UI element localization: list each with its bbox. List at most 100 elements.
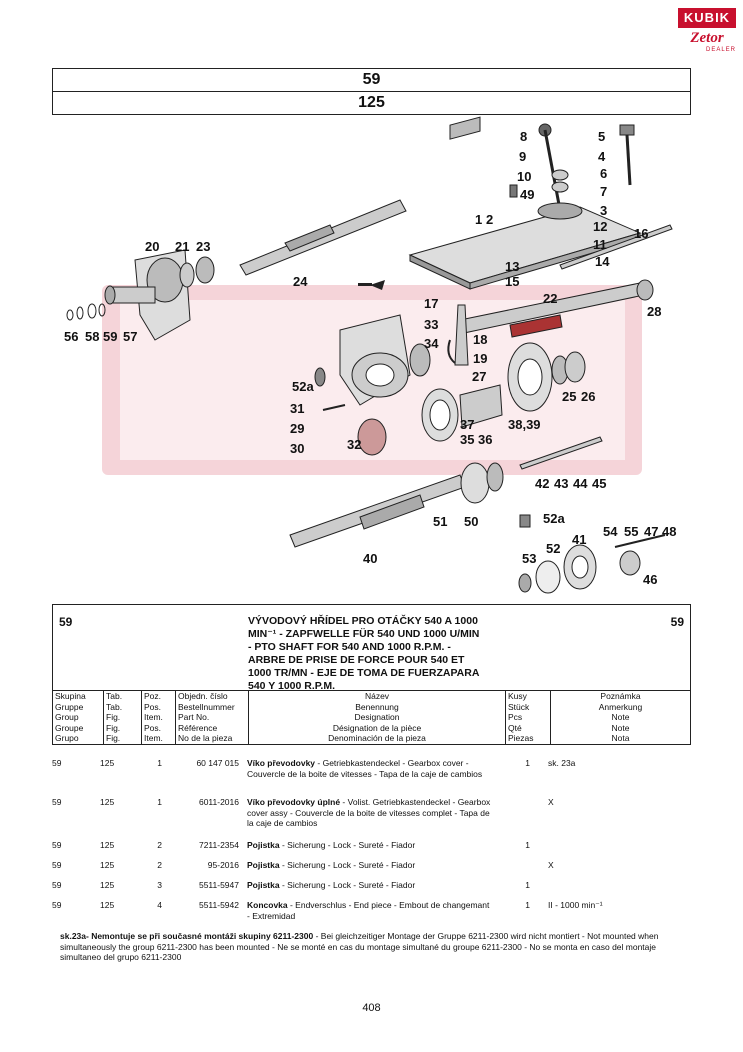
title-line: VÝVODOVÝ HŘÍDEL PRO OTÁČKY 540 A 1000 [248, 615, 478, 627]
row-name-bold: Víko převodovky [247, 758, 316, 768]
row-fig: 125 [100, 758, 115, 768]
callout-label: 10 [517, 169, 531, 184]
row-fig: 125 [100, 860, 115, 870]
callout-label: 30 [290, 441, 304, 456]
header-group: 59 [52, 68, 691, 92]
callout-label: 26 [581, 389, 595, 404]
callout-label: 40 [363, 551, 377, 566]
group-number-left: 59 [59, 615, 73, 629]
callout-label: 5 [598, 129, 605, 144]
row-qty: 1 [525, 758, 530, 768]
row-name: Pojistka - Sicherung - Lock - Sureté - F… [247, 880, 492, 891]
footnote-bold: sk.23a- Nemontuje se při současné montáž… [60, 931, 314, 941]
row-name-bold: Pojistka [247, 880, 280, 890]
callout-label: 57 [123, 329, 137, 344]
callout-label: 46 [643, 572, 657, 587]
callout-label: 58 [85, 329, 99, 344]
row-fig: 125 [100, 880, 115, 890]
callout-label: 15 [505, 274, 519, 289]
page-number: 408 [362, 1002, 381, 1014]
row-pos: 1 [157, 797, 162, 807]
callout-label: 44 [573, 476, 588, 491]
callout-label: 52a [543, 511, 565, 526]
callout-label: 11 [593, 237, 607, 252]
callout-label: 38,39 [508, 417, 541, 432]
group-number-right: 59 [670, 615, 684, 629]
callout-label: 34 [424, 336, 439, 351]
row-pos: 4 [157, 900, 162, 910]
callout-label: 22 [543, 291, 557, 306]
callout-label: 52a [292, 379, 314, 394]
callout-label: 3 [600, 203, 607, 218]
callout-label: 55 [624, 524, 638, 539]
callout-label: 37 [460, 417, 474, 432]
callout-label: 35 [460, 432, 474, 447]
brand-logo: KUBIK Zetor DEALER [678, 8, 736, 60]
callout-label: 52 [546, 541, 560, 556]
row-qty: 1 [525, 840, 530, 850]
row-name-text: - Getriebkastendeckel - Gearbox cover - … [247, 758, 483, 779]
callout-label: 29 [290, 421, 304, 436]
row-pos: 1 [157, 758, 162, 768]
row-fig: 125 [100, 900, 115, 910]
callout-label: 50 [464, 514, 478, 529]
row-name: Víko převodovky úplné - Volist. Getriebk… [247, 797, 492, 829]
col-fig: Tab.Tab.Fig.Fig.Fig. [103, 690, 142, 745]
row-name-text: - Volist. Getriebkastendeckel - Gearbox … [247, 797, 491, 828]
row-partno: 60 147 015 [196, 758, 239, 768]
callout-label: 21 [175, 239, 189, 254]
footnote-text: - Bei gleichzeitiger Montage der Gruppe … [60, 931, 659, 962]
callout-label: 42 [535, 476, 549, 491]
row-fig: 125 [100, 797, 115, 807]
row-name: Pojistka - Sicherung - Lock - Sureté - F… [247, 840, 492, 851]
col-pos: Poz.Pos.Item.Pos.Item. [141, 690, 176, 745]
logo-dealer: DEALER [705, 47, 736, 53]
row-name-text: - Sicherung - Lock - Sureté - Fiador [279, 840, 416, 850]
callout-label: 13 [505, 259, 519, 274]
row-pos: 3 [157, 880, 162, 890]
title-line: MIN⁻¹ - ZAPFWELLE FÜR 540 UND 1000 U/MIN [248, 628, 480, 640]
callout-label: 23 [196, 239, 210, 254]
header-figure: 125 [52, 91, 691, 115]
row-group: 59 [52, 840, 62, 850]
title-line: 1000 TR/MN - EJE DE TOMA DE FUERZAPARA [248, 667, 480, 679]
callout-label: 45 [592, 476, 606, 491]
callout-label: 49 [520, 187, 534, 202]
callout-label: 9 [519, 149, 526, 164]
title-line: - PTO SHAFT FOR 540 AND 1000 R.P.M. - [248, 641, 451, 653]
callout-label: 24 [293, 274, 308, 289]
row-partno: 5511-5942 [198, 900, 239, 910]
title-line: ARBRE DE PRISE DE FORCE POUR 540 ET [248, 654, 465, 666]
callout-label: 54 [603, 524, 618, 539]
row-name-text: - Endverschlus - End piece - Embout de c… [247, 900, 490, 921]
logo-kubik: KUBIK [678, 8, 736, 28]
row-group: 59 [52, 797, 62, 807]
callout-label: 14 [595, 254, 610, 269]
row-group: 59 [52, 758, 62, 768]
row-name: Víko převodovky - Getriebkastendeckel - … [247, 758, 492, 779]
callout-label: 48 [662, 524, 676, 539]
callout-label: 27 [472, 369, 486, 384]
row-note: X [548, 797, 554, 807]
callout-label: 1 [475, 212, 482, 227]
callout-label: 18 [473, 332, 487, 347]
row-qty: 1 [525, 880, 530, 890]
row-name: Koncovka - Endverschlus - End piece - Em… [247, 900, 492, 921]
row-name: Pojistka - Sicherung - Lock - Sureté - F… [247, 860, 492, 871]
section-title: VÝVODOVÝ HŘÍDEL PRO OTÁČKY 540 A 1000 MI… [248, 615, 508, 693]
logo-zetor: Zetor [690, 30, 724, 46]
row-partno: 7211-2354 [198, 840, 239, 850]
row-group: 59 [52, 900, 62, 910]
callout-label: 53 [522, 551, 536, 566]
callout-label: 47 [644, 524, 658, 539]
row-name-bold: Pojistka [247, 840, 280, 850]
section-header-box: 59 VÝVODOVÝ HŘÍDEL PRO OTÁČKY 540 A 1000… [52, 604, 691, 693]
callout-label: 59 [103, 329, 117, 344]
callout-label: 56 [64, 329, 78, 344]
